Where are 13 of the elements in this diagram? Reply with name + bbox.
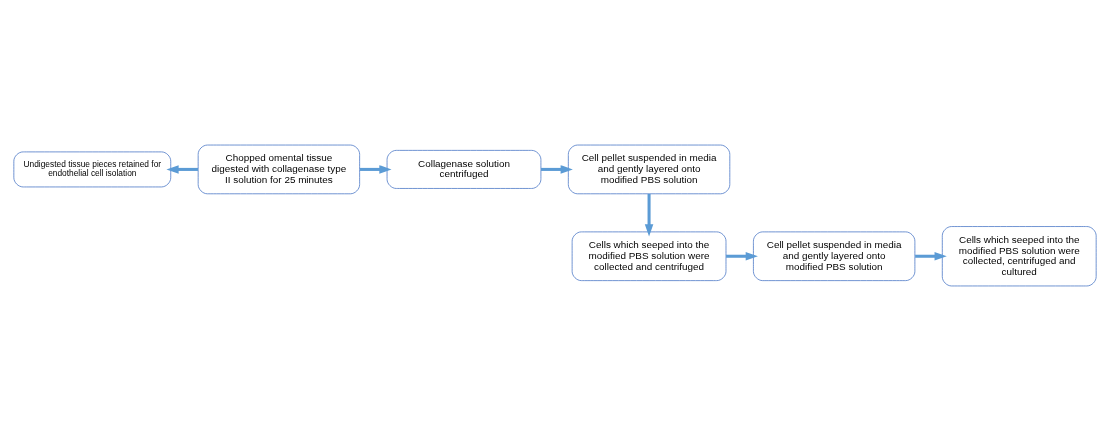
node-box: Cells which seeped into the modified PBS solution were collected and centrifuged [571,231,727,281]
arrow [166,164,198,174]
arrow [541,164,573,174]
node-box: Cell pellet suspended in media and gently layered onto modified PBS solution [567,144,731,194]
node-box: Chopped omental tissue digested with collagenase type II solution for 25 minutes [197,144,360,194]
arrow [359,164,392,174]
node-box: Cell pellet suspended in media and gently layered onto modified PBS solution [753,231,916,281]
arrow [726,251,758,261]
node-box: Cells which seeped into the modified PBS solution were collected, centrifuged and cultured [941,225,1097,286]
node-box: Undigested tissue pieces retained for endothelial cell isolation [13,151,172,187]
node-box: Collagenase solution centrifuged [386,149,542,189]
arrow [644,193,654,236]
arrow [915,251,947,261]
